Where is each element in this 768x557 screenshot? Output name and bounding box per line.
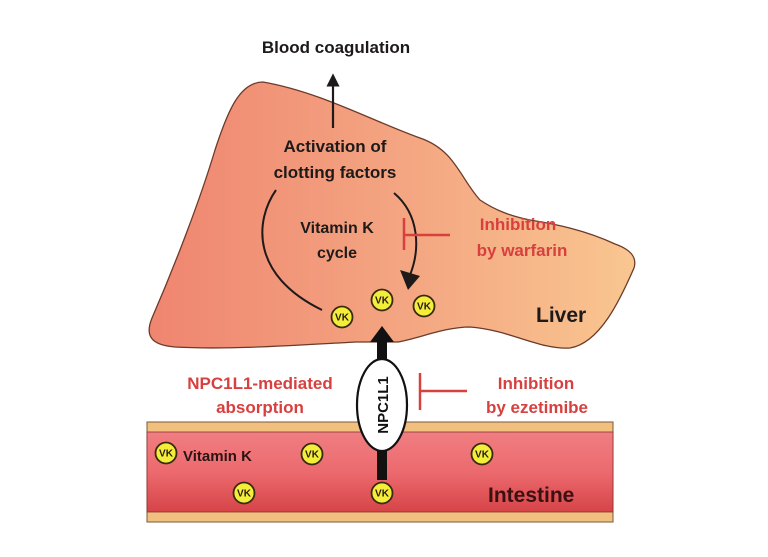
vk-token-label: VK	[375, 296, 390, 307]
vk-molecule-icon: VK	[370, 481, 394, 505]
warfarin-label-line2: by warfarin	[477, 241, 568, 260]
vitamin-k-label: Vitamin K	[183, 448, 252, 465]
activation-label-line1: Activation of	[284, 137, 387, 156]
vitamin-k-cycle-line2: cycle	[317, 245, 357, 262]
ezetimibe-label-line1: Inhibition	[498, 374, 574, 393]
vk-token-label: VK	[335, 313, 350, 324]
ezetimibe-label-line2: by ezetimibe	[486, 398, 588, 417]
warfarin-label-line1: Inhibition	[480, 215, 556, 234]
activation-label-line2: clotting factors	[274, 163, 397, 182]
vk-token-label: VK	[237, 489, 252, 500]
vk-molecule-icon: VK	[412, 294, 436, 318]
vk-token-label: VK	[305, 450, 320, 461]
vk-token-label: VK	[159, 449, 174, 460]
intestine-label: Intestine	[488, 484, 574, 507]
liver-shape	[148, 81, 636, 349]
vk-token-label: VK	[417, 302, 432, 313]
vk-molecule-icon: VK	[370, 288, 394, 312]
warfarin-inhibitor-symbol	[402, 218, 450, 250]
vitamin-k-cycle-line1: Vitamin K	[300, 220, 374, 237]
cycle-arrowhead	[400, 270, 420, 290]
blood-coagulation-label: Blood coagulation	[262, 38, 410, 57]
vk-token-label: VK	[375, 489, 390, 500]
ezetimibe-inhibitor-symbol	[418, 373, 467, 410]
vk-molecule-icon: VK	[154, 441, 178, 465]
cycle-arc-left	[261, 189, 323, 311]
vk-molecule-icon: VK	[330, 305, 354, 329]
absorption-label-line2: absorption	[216, 398, 304, 417]
absorption-label-line1: NPC1L1-mediated	[187, 374, 332, 393]
vk-molecule-icon: VK	[470, 442, 494, 466]
vitamin-k-molecules: VK VK VK VK VK VK VK VK	[154, 288, 494, 505]
npc1l1-transporter: NPC1L1	[355, 357, 409, 453]
cycle-arc-right	[393, 192, 418, 276]
vk-molecule-icon: VK	[300, 442, 324, 466]
liver-label: Liver	[536, 304, 586, 327]
vk-token-label: VK	[475, 450, 490, 461]
npc1l1-label: NPC1L1	[375, 376, 392, 434]
vk-molecule-icon: VK	[232, 481, 256, 505]
